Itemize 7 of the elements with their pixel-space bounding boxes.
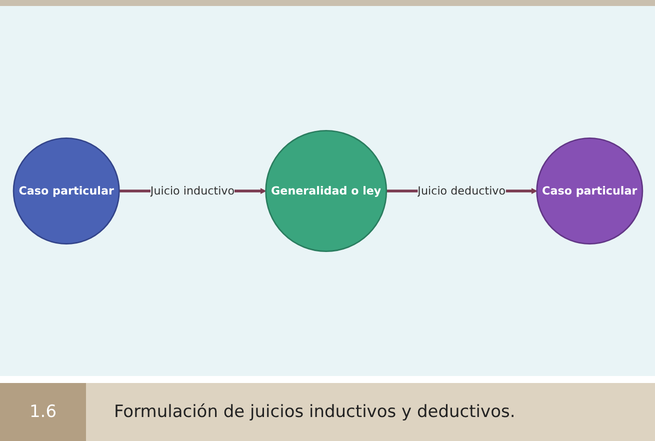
figure-number: 1.6 <box>0 383 86 441</box>
node-circle: Generalidad o ley <box>264 130 387 252</box>
edge-label: Juicio deductivo <box>417 184 506 198</box>
caption: Formulación de juicios inductivos y deductivos. <box>113 402 516 422</box>
edge-label: Juicio inductivo <box>150 184 234 198</box>
node-circle: Caso particular <box>12 138 120 244</box>
node-circle: Caso particular <box>536 138 643 244</box>
